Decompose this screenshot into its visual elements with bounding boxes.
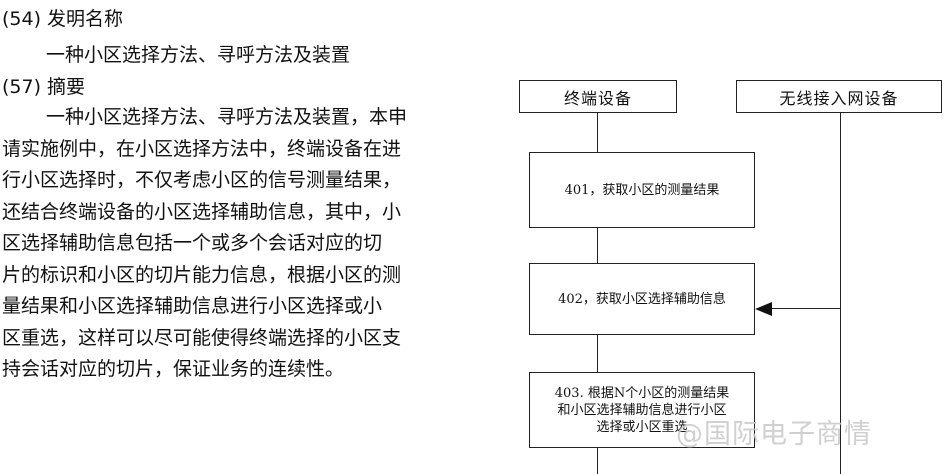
arrow-head-icon — [755, 302, 772, 316]
arrow-line — [770, 308, 841, 309]
abstract-line: 持会话对应的切片，保证业务的连续性。 — [2, 358, 345, 380]
abstract-line: 片的标识和小区的切片能力信息，根据小区的测 — [2, 263, 402, 286]
step-402-label: 402，获取小区选择辅助信息 — [558, 291, 726, 307]
invention-name-heading: (54) 发明名称 — [2, 8, 124, 30]
step-402-box: 402，获取小区选择辅助信息 — [529, 263, 755, 335]
step-403-box: 403. 根据N个小区的测量结果 和小区选择辅助信息进行小区 选择或小区重选 — [529, 372, 755, 448]
abstract-line: 区重选，这样可以尽可能使得终端选择的小区支 — [2, 326, 402, 349]
abstract-line: 行小区选择时，不仅考虑小区的信号测量结果， — [2, 169, 402, 191]
abstract-line: 区选择辅助信息包括一个或多个会话对应的切 — [2, 232, 383, 254]
abstract-line: 请实施例中，在小区选择方法中，终端设备在进 — [2, 137, 402, 160]
ran-device-box: 无线接入网设备 — [736, 80, 942, 113]
step-401-label: 401，获取小区的测量结果 — [564, 182, 720, 198]
ran-device-label: 无线接入网设备 — [779, 88, 899, 108]
step-403-line: 和小区选择辅助信息进行小区 — [557, 402, 727, 418]
abstract-body: 一种小区选择方法、寻呼方法及装置，本申 请实施例中，在小区选择方法中，终端设备在… — [2, 102, 464, 386]
terminal-device-label: 终端设备 — [563, 88, 632, 108]
step-403-line: 选择或小区重选 — [596, 419, 688, 435]
terminal-device-box: 终端设备 — [519, 80, 677, 113]
ran-lifeline — [840, 112, 841, 474]
watermark: @国际电子商情 — [676, 419, 872, 450]
abstract-heading: (57) 摘要 — [2, 76, 86, 98]
abstract-line: 量结果和小区选择辅助信息进行小区选择或小 — [2, 295, 383, 317]
abstract-line: 一种小区选择方法、寻呼方法及装置，本申 — [46, 106, 408, 128]
abstract-line: 还结合终端设备的小区选择辅助信息，其中，小 — [2, 200, 402, 223]
invention-name: 一种小区选择方法、寻呼方法及装置 — [46, 44, 351, 66]
step-403-line: 403. 根据N个小区的测量结果 — [554, 385, 730, 401]
step-401-box: 401，获取小区的测量结果 — [529, 152, 755, 228]
